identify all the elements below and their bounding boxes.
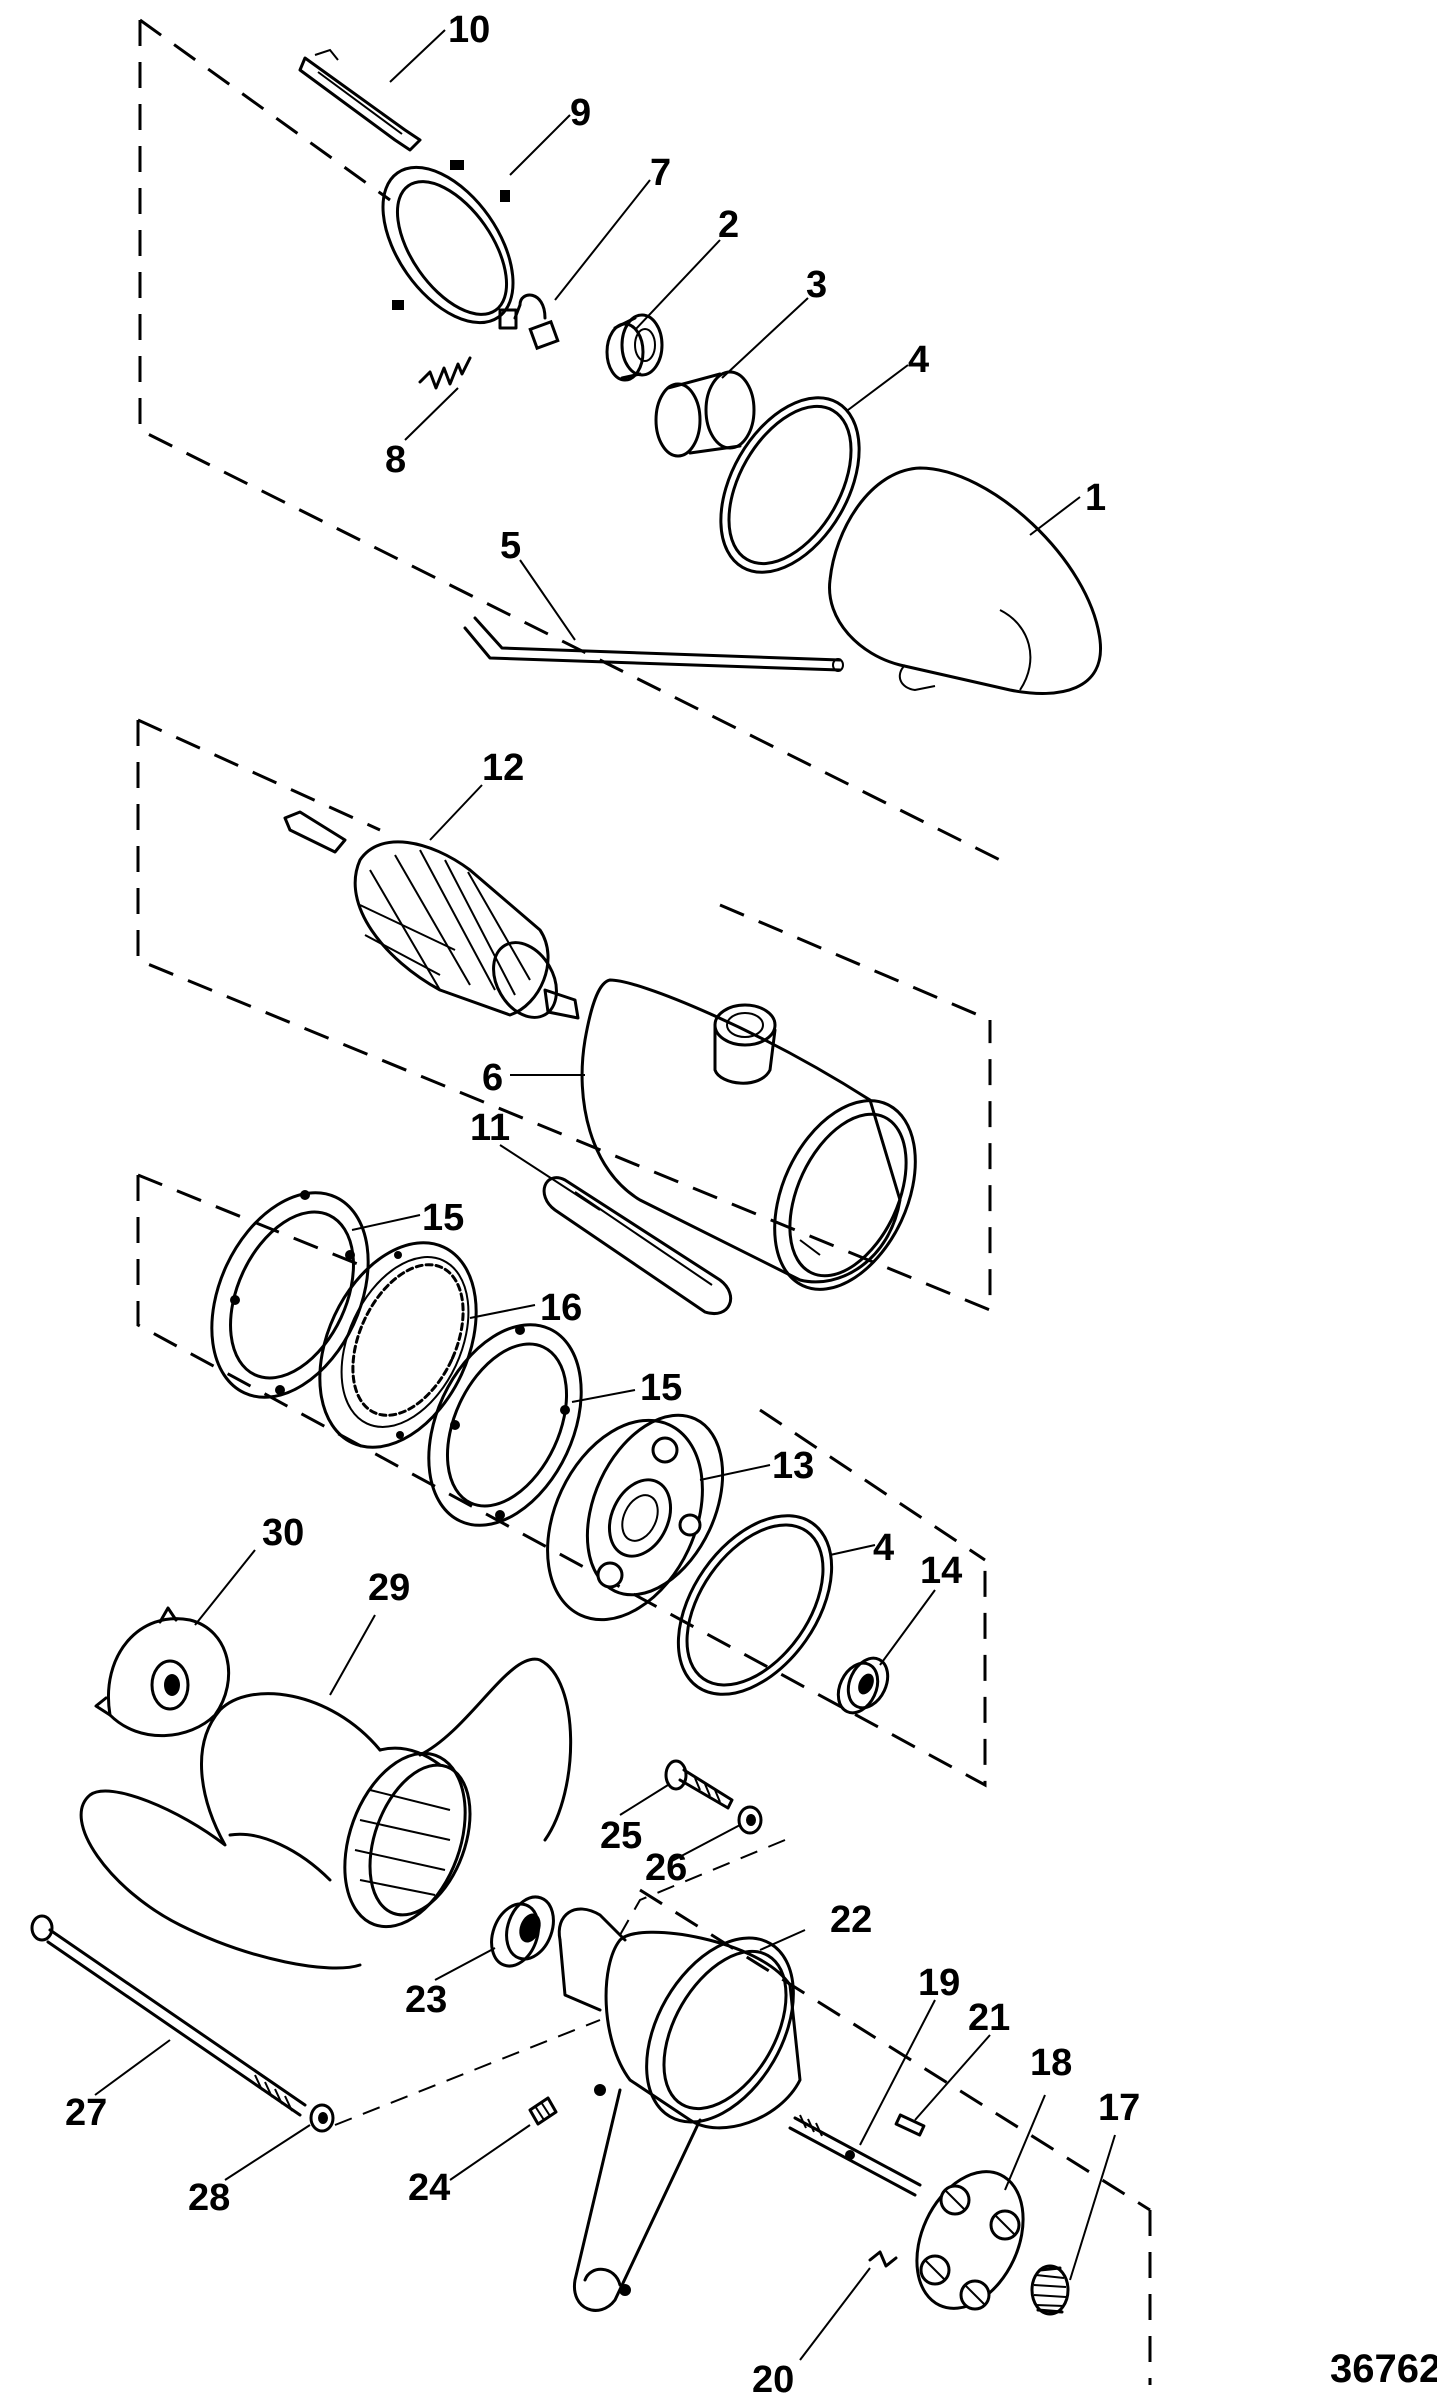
part-21-pin <box>894 2113 926 2137</box>
callout-label: 28 <box>188 2177 230 2219</box>
callout-label: 23 <box>405 1979 447 2021</box>
part-8-brush-spring <box>418 356 472 390</box>
callout-label: 7 <box>650 152 671 194</box>
group-end-cap-assembly <box>138 18 1001 862</box>
callout-label: 1 <box>1085 477 1106 519</box>
part-15-plate-right <box>427 1323 583 1527</box>
part-6-motor-frame <box>580 978 917 1291</box>
part-7-brush-lead <box>498 293 560 351</box>
part-20-spring-pin <box>868 2250 898 2268</box>
part-23-seal <box>490 1895 555 1968</box>
callout-label: 15 <box>422 1197 464 1239</box>
figure-number: 36762 <box>1330 2347 1437 2391</box>
callout-label: 13 <box>772 1445 814 1487</box>
part-30-flange <box>94 1606 231 1738</box>
callout-label: 6 <box>482 1057 503 1099</box>
group-armature-frame <box>136 718 992 1313</box>
callout-label: 18 <box>1030 2042 1072 2084</box>
part-12-armature <box>283 810 580 1020</box>
part-5-through-rod <box>463 616 844 672</box>
part-4-o-ring-top <box>719 396 861 574</box>
part-3-sleeve <box>654 370 756 458</box>
part-26-washer <box>737 1805 763 1835</box>
callout-label: 27 <box>65 2092 107 2134</box>
callout-label: 9 <box>570 92 591 134</box>
part-1-end-cap <box>828 466 1102 695</box>
part-25-screw <box>664 1759 734 1810</box>
callout-label: 25 <box>600 1815 642 1857</box>
callout-labels: 10 9 7 2 3 4 1 8 5 12 6 11 15 16 15 13 4… <box>65 9 1140 2397</box>
part-9-brush-holder-ring <box>381 160 515 325</box>
callout-label: 14 <box>920 1550 962 1592</box>
callout-label: 26 <box>645 1847 687 1889</box>
callout-label: 2 <box>718 204 739 246</box>
part-10-brush-clip <box>298 48 422 152</box>
callout-label: 11 <box>470 1107 510 1149</box>
part-17-pinion-gear <box>1030 2264 1070 2316</box>
assembly-guide-lines <box>334 1839 1152 2385</box>
callout-label: 10 <box>448 9 490 51</box>
callout-label: 22 <box>830 1899 872 1941</box>
part-18-gear-plate <box>915 2170 1025 2311</box>
callout-label: 5 <box>500 525 521 567</box>
part-13-planet-carrier <box>546 1413 725 1622</box>
leader-lines <box>94 29 1116 2361</box>
callout-label: 30 <box>262 1512 304 1554</box>
callout-label: 19 <box>918 1962 960 2004</box>
callout-label: 12 <box>482 747 524 789</box>
callout-label: 24 <box>408 2167 450 2209</box>
callout-label: 20 <box>752 2359 794 2397</box>
callout-label: 21 <box>968 1997 1010 2039</box>
group-gear-train <box>136 1173 987 1788</box>
part-16-ring-gear <box>318 1241 478 1449</box>
callout-label: 4 <box>873 1527 894 1569</box>
part-14-washer <box>836 1656 890 1715</box>
part-24-set-screw <box>528 2096 558 2126</box>
part-19-drive-shaft <box>788 2114 922 2197</box>
callout-label: 4 <box>908 339 929 381</box>
callout-label: 16 <box>540 1287 582 1329</box>
part-27-through-bolt <box>30 1914 307 2117</box>
callout-label: 8 <box>385 439 406 481</box>
part-4-o-ring-lower <box>676 1514 834 1696</box>
callout-label: 15 <box>640 1367 682 1409</box>
part-28-washer <box>309 2103 335 2133</box>
callout-label: 17 <box>1098 2087 1140 2129</box>
part-15-plate-left <box>210 1190 370 1399</box>
callout-label: 29 <box>368 1567 410 1609</box>
part-29-propeller <box>79 1657 573 1970</box>
part-22-drive-housing <box>557 1907 802 2312</box>
callout-label: 3 <box>806 264 827 306</box>
part-2-bushing <box>605 313 664 382</box>
